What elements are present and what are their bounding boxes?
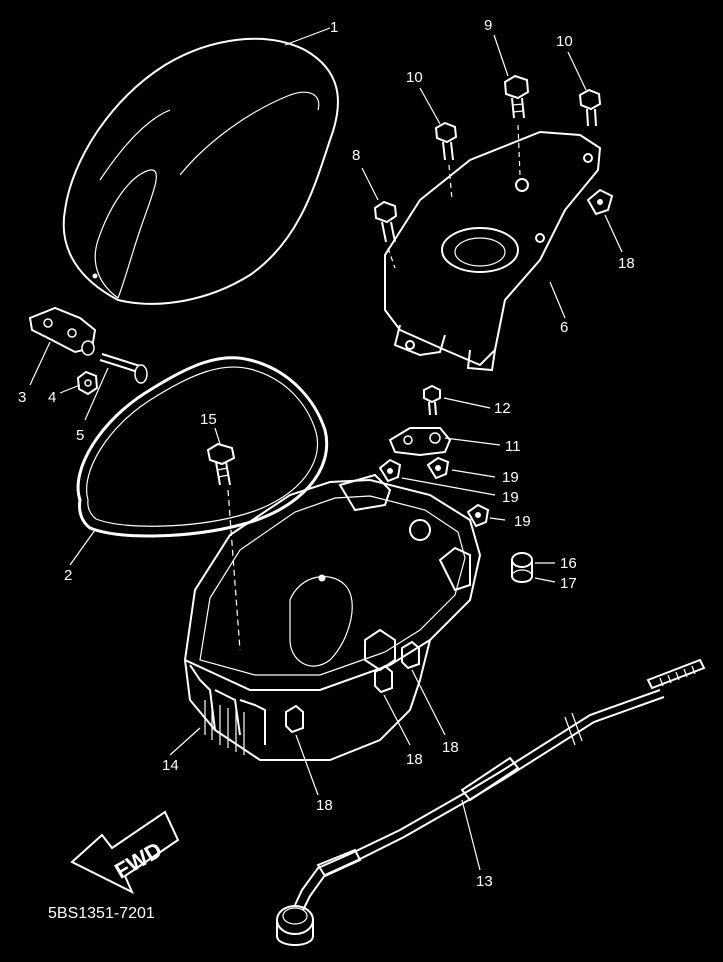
bolt-10-right (578, 88, 602, 127)
callout-13: 13 (476, 873, 493, 890)
clip-19-c (466, 503, 490, 528)
clip-18-top (586, 188, 614, 216)
callout-19-a: 19 (502, 469, 519, 486)
callout-2: 2 (64, 567, 72, 584)
cover-plate (384, 130, 602, 372)
bolt-12 (423, 384, 441, 416)
callout-11: 11 (505, 438, 521, 455)
callout-19-b: 19 (502, 489, 519, 506)
clip-19-a (426, 456, 450, 480)
bolt-8 (373, 200, 398, 243)
seat-part (62, 37, 339, 305)
callout-16: 16 (560, 555, 577, 572)
bolt-10-left (434, 121, 458, 161)
callout-5: 5 (76, 427, 84, 444)
callout-6: 6 (560, 319, 568, 336)
clip-19-b (378, 458, 402, 483)
callout-1: 1 (330, 19, 338, 36)
clip-18-right (401, 640, 420, 670)
callout-18-right: 18 (442, 739, 459, 756)
callout-10-right: 10 (556, 33, 573, 50)
callout-14: 14 (162, 757, 179, 774)
storage-box (183, 473, 482, 761)
seat-lock-cable (276, 658, 706, 946)
nut (76, 370, 99, 396)
fwd-arrow-icon: FWD (70, 810, 180, 895)
callout-15: 15 (200, 411, 217, 428)
clip-18-mid (374, 664, 393, 694)
clip-18-left (285, 704, 304, 734)
bolt-15 (206, 442, 236, 486)
callout-17: 17 (560, 575, 577, 592)
callout-10-left: 10 (406, 69, 423, 86)
bolt-9 (503, 74, 530, 119)
callout-8: 8 (352, 147, 360, 164)
callout-19-c: 19 (514, 513, 531, 530)
callout-9: 9 (484, 17, 492, 34)
bracket-11 (388, 427, 452, 457)
callout-12: 12 (494, 400, 511, 417)
callout-4: 4 (48, 389, 56, 406)
callout-18-top: 18 (618, 255, 635, 272)
seal-gasket (76, 356, 329, 538)
callout-18-left: 18 (316, 797, 333, 814)
callout-18-mid: 18 (406, 751, 423, 768)
hinge-bracket (28, 306, 97, 356)
diagram-code: 5BS1351-7201 (48, 905, 155, 922)
pin-bolt (99, 353, 148, 384)
grommet (511, 552, 533, 583)
callout-3: 3 (18, 389, 26, 406)
